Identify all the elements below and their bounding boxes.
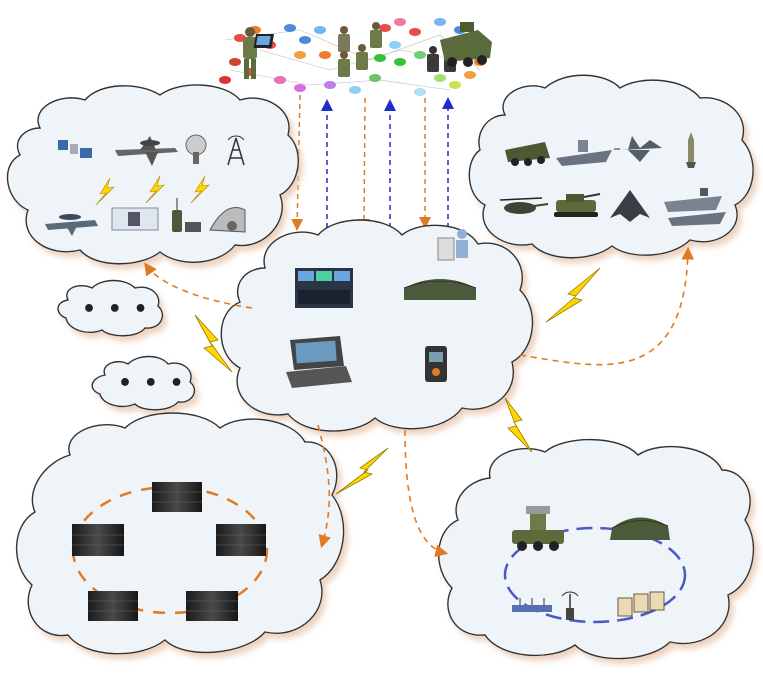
- uplink-lines: [291, 94, 454, 231]
- ellipsis-text-top: • • •: [82, 297, 150, 322]
- satellite-icon: [58, 140, 92, 158]
- rugged-laptop-icon: [286, 336, 352, 388]
- fighter-jet-icon: [614, 136, 662, 162]
- weapon-cloud-icons: [499, 132, 726, 226]
- lightning-icon: [194, 267, 601, 495]
- link-command-to-sensor: [144, 262, 253, 309]
- soldier-icon: [243, 27, 257, 79]
- missile-icon: [686, 132, 696, 168]
- tent-icon: [403, 279, 477, 300]
- top-network-cluster: [219, 18, 492, 96]
- weapon-cloud: [468, 74, 754, 259]
- command-center-icon: [295, 268, 353, 308]
- radar-dish-icon: [185, 134, 207, 164]
- early-warning-plane-icon: [45, 214, 98, 236]
- satellite-panel-icon: [111, 207, 159, 231]
- server-rack-icon: [72, 482, 266, 621]
- lightning-icon: [95, 175, 210, 206]
- aircraft-carrier-icon: [664, 188, 726, 226]
- command-cloud: [220, 219, 534, 432]
- link-command-to-datacenter: [317, 424, 331, 549]
- sensor-cloud: [6, 84, 299, 265]
- helicopter-icon: [499, 197, 549, 214]
- laptop-icon: [253, 34, 275, 48]
- datacenter-ring: [71, 482, 269, 621]
- field-radio-icon: [172, 198, 201, 232]
- armored-vehicle-icon: [440, 22, 492, 67]
- ellipsis-cloud-bottom: [91, 355, 196, 411]
- router-icon: [512, 598, 552, 612]
- phased-array-icon: [209, 207, 246, 233]
- field-cloud: [438, 438, 755, 660]
- link-command-to-field: [404, 429, 449, 558]
- radar-vehicle-icon: [512, 506, 564, 551]
- radio-tower-icon: [227, 135, 245, 166]
- link-command-to-weapon: [519, 246, 695, 366]
- server-block-icon: [617, 591, 665, 617]
- field-tent-icon: [610, 517, 670, 540]
- datacenter-cloud: [15, 412, 345, 655]
- soldier-icon: [338, 22, 456, 77]
- stealth-fighter-icon: [610, 190, 650, 222]
- tank-icon: [554, 193, 601, 217]
- command-cloud-icons: [286, 229, 477, 388]
- antenna-icon: [561, 591, 579, 620]
- field-ring: [503, 506, 687, 624]
- warship-icon: [556, 140, 612, 166]
- ellipsis-text-bottom: • • •: [118, 371, 186, 396]
- handheld-radio-icon: [425, 346, 447, 382]
- awacs-plane-icon: [115, 136, 178, 166]
- ellipsis-cloud-top: [57, 279, 163, 337]
- armored-car-icon: [505, 142, 550, 166]
- sensor-cloud-icons: [45, 134, 246, 236]
- link-top-to-command-2: [358, 97, 371, 231]
- operator-icon: [437, 229, 468, 261]
